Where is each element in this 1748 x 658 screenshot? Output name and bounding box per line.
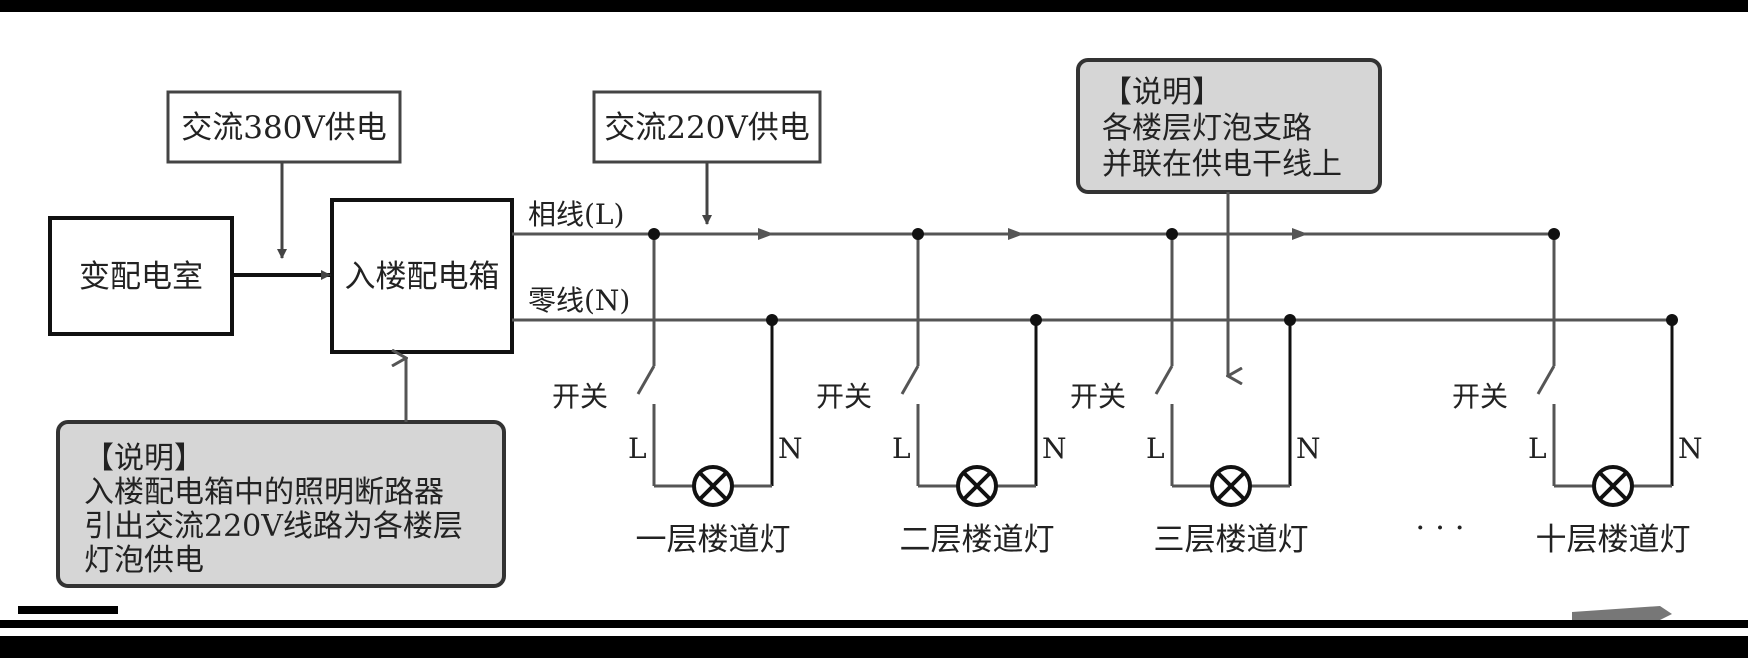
bottom-footer-bar bbox=[0, 636, 1748, 658]
phase-direction-arrow bbox=[1008, 228, 1024, 240]
lamp-cross bbox=[698, 471, 728, 501]
branch-n-label: N bbox=[1042, 432, 1067, 465]
neutral-junction-dot bbox=[1666, 314, 1678, 326]
phase-junction-dot bbox=[648, 228, 660, 240]
note-right-title: 【说明】 bbox=[1102, 75, 1222, 110]
switch-label: 开关 bbox=[1452, 380, 1508, 413]
lamp-name-label: 十层楼道灯 bbox=[1536, 522, 1691, 558]
lamp-name-label: 三层楼道灯 bbox=[1154, 522, 1309, 558]
substation-label: 变配电室 bbox=[79, 259, 203, 295]
switch-label: 开关 bbox=[816, 380, 872, 413]
phase-junction-dot bbox=[912, 228, 924, 240]
switch-label: 开关 bbox=[1070, 380, 1126, 413]
building-distribution-box bbox=[330, 198, 514, 354]
phase-line-label: 相线(L) bbox=[528, 198, 624, 231]
branch-l-label: L bbox=[1528, 432, 1547, 465]
supply-220-label: 交流220V供电 bbox=[604, 110, 810, 146]
lamp-cross bbox=[1216, 471, 1246, 501]
supply-380-label: 交流380V供电 bbox=[181, 110, 387, 146]
footer-mark-left bbox=[18, 606, 118, 614]
switch-blade bbox=[900, 365, 920, 395]
phase-direction-arrow bbox=[758, 228, 774, 240]
supply-380-box bbox=[166, 90, 402, 164]
top-border-bar bbox=[0, 0, 1748, 12]
building-box-label: 入楼配电箱 bbox=[345, 259, 500, 295]
note-left-box bbox=[56, 420, 506, 588]
branch-l-label: L bbox=[628, 432, 647, 465]
footer-mark-right bbox=[1548, 642, 1688, 658]
branch-l-label: L bbox=[1146, 432, 1165, 465]
footer-smudge bbox=[1572, 606, 1672, 620]
phase-direction-arrow bbox=[1292, 228, 1308, 240]
more-floors-ellipsis: · · · bbox=[1415, 510, 1464, 546]
switch-blade bbox=[1154, 365, 1174, 395]
supply-220-box bbox=[592, 90, 822, 164]
neutral-junction-dot bbox=[1284, 314, 1296, 326]
neutral-line-label: 零线(N) bbox=[528, 284, 630, 317]
branch-l-label: L bbox=[892, 432, 911, 465]
lamp-cross bbox=[962, 471, 992, 501]
branch-n-label: N bbox=[778, 432, 803, 465]
note-right-line2: 并联在供电干线上 bbox=[1102, 147, 1342, 182]
bottom-border-bar bbox=[0, 620, 1748, 628]
switch-label: 开关 bbox=[552, 380, 608, 413]
lamp-branches: 开关 L N 一层楼道灯 开关 L N 二层楼道灯 开关 L N 三层楼道灯 开关 L N 十层楼道灯 bbox=[552, 228, 1703, 558]
lamp-name-label: 一层楼道灯 bbox=[636, 522, 791, 558]
lamp-cross bbox=[1598, 471, 1628, 501]
switch-blade bbox=[636, 365, 656, 395]
phase-junction-dot bbox=[1548, 228, 1560, 240]
switch-blade bbox=[1536, 365, 1556, 395]
note-right-line1: 各楼层灯泡支路 bbox=[1102, 111, 1312, 146]
branch-n-label: N bbox=[1678, 432, 1703, 465]
note-left-line1: 入楼配电箱中的照明断路器 bbox=[84, 475, 444, 510]
note-left-line2: 引出交流220V线路为各楼层 bbox=[84, 509, 463, 544]
note-left-line3: 灯泡供电 bbox=[84, 543, 204, 578]
phase-junction-dot bbox=[1166, 228, 1178, 240]
neutral-junction-dot bbox=[766, 314, 778, 326]
branch-n-label: N bbox=[1296, 432, 1321, 465]
neutral-junction-dot bbox=[1030, 314, 1042, 326]
note-left-title: 【说明】 bbox=[84, 441, 204, 476]
lamp-name-label: 二层楼道灯 bbox=[900, 522, 1055, 558]
substation-box bbox=[48, 216, 234, 336]
